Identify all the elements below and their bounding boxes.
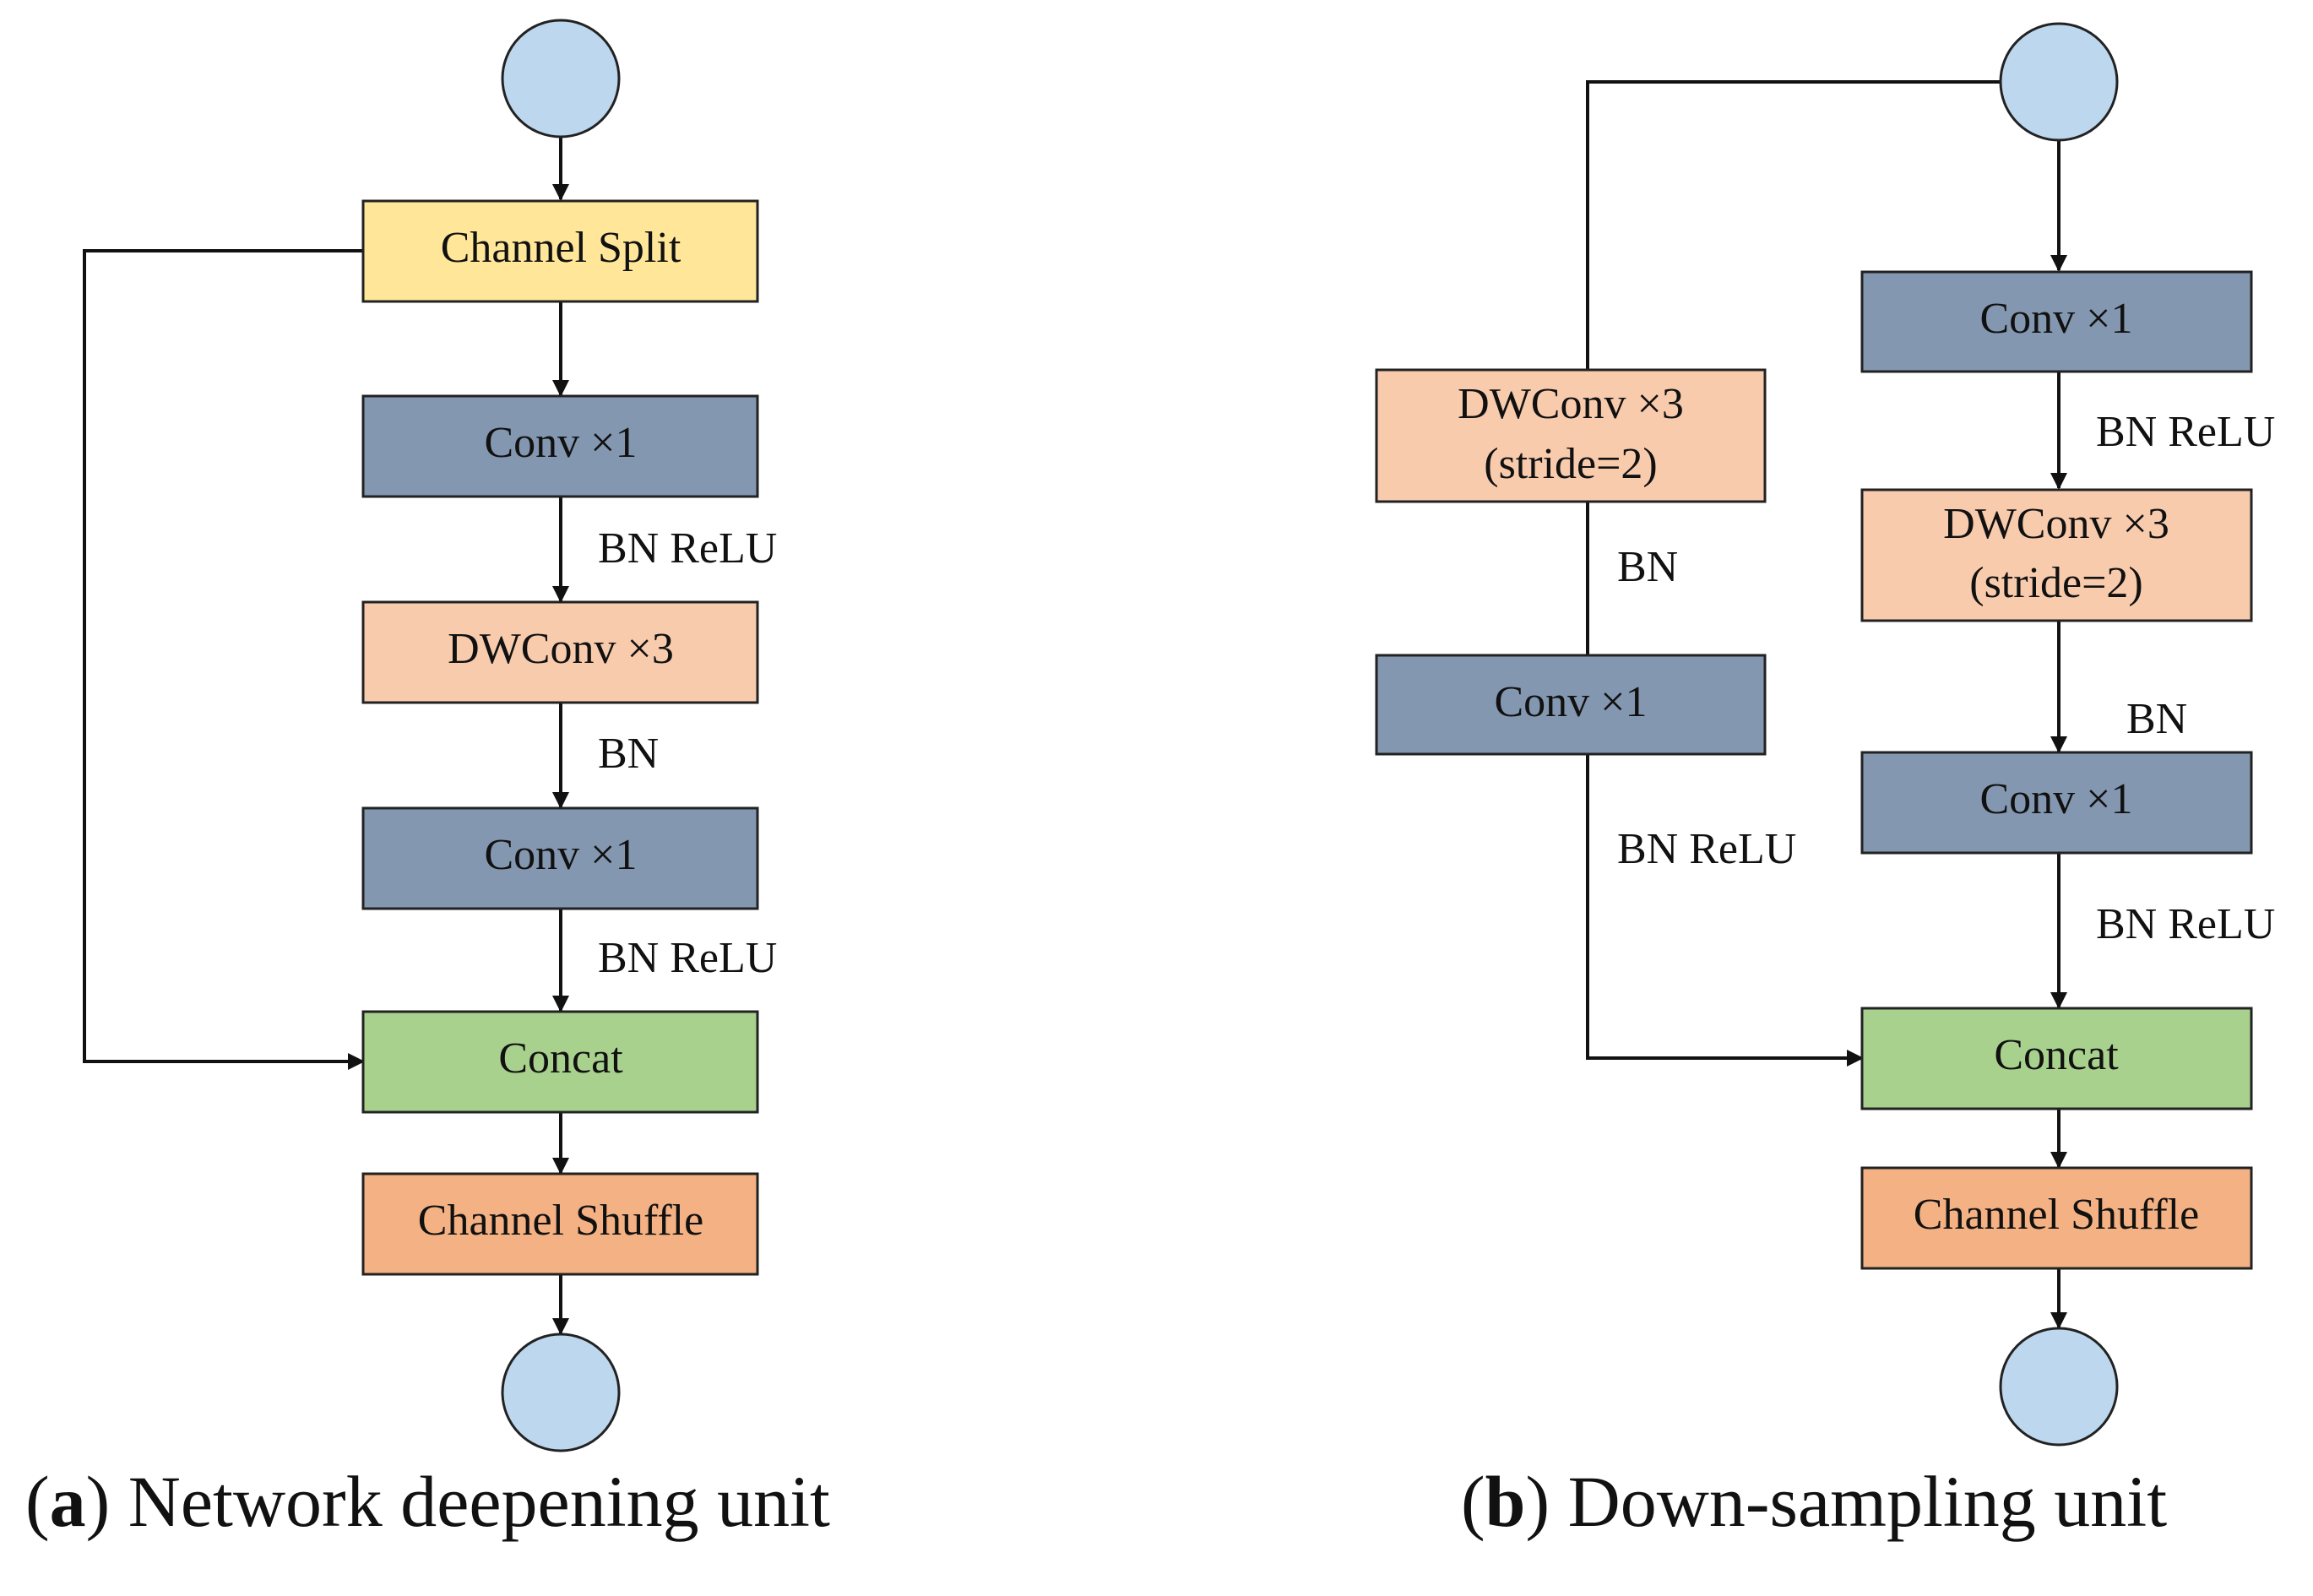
edge-input-to-left-branch: [1586, 80, 2001, 369]
unit-a-caption-text: Network deepening unit: [128, 1461, 830, 1542]
unit-b-right-conv2-box: Conv ×1: [1860, 751, 2253, 855]
unit-a-channel-split-box: Channel Split: [361, 199, 759, 303]
unit-a-edge-label-bn-relu-2: BN ReLU: [598, 934, 777, 982]
unit-a-conv2-label: Conv ×1: [484, 831, 637, 879]
unit-a-connectors: [83, 138, 569, 1335]
unit-b-right-dwconv-box: DWConv ×3 (stride=2): [1860, 488, 2253, 622]
unit-b-concat-label: Concat: [1994, 1031, 2119, 1079]
unit-a-concat-box: Concat: [361, 1010, 759, 1114]
unit-a-network-deepening: Channel Split Conv ×1 DWConv ×3 Conv ×1 …: [25, 19, 830, 1542]
unit-b-right-dwconv-label-line2: (stride=2): [1969, 559, 2143, 607]
unit-b-left-edge-label-bn-relu: BN ReLU: [1617, 825, 1796, 873]
unit-b-right-edge-label-bn-relu-1: BN ReLU: [2096, 408, 2275, 456]
unit-b-concat-box: Concat: [1860, 1007, 2253, 1110]
unit-b-left-dwconv-label-line1: DWConv ×3: [1458, 380, 1684, 428]
unit-b-left-edge-label-bn: BN: [1617, 543, 1678, 591]
unit-a-dwconv-label: DWConv ×3: [448, 625, 674, 673]
unit-a-dwconv-box: DWConv ×3: [361, 600, 759, 704]
unit-a-conv2-box: Conv ×1: [361, 806, 759, 910]
unit-b-output-node: [1999, 1327, 2119, 1447]
unit-b-caption-text: Down-sampling unit: [1568, 1461, 2168, 1542]
unit-b-left-conv-box: Conv ×1: [1375, 654, 1767, 756]
unit-b-left-dwconv-box: DWConv ×3 (stride=2): [1375, 368, 1767, 503]
unit-b-input-node: [1999, 22, 2119, 142]
unit-a-conv1-box: Conv ×1: [361, 394, 759, 498]
unit-b-channel-shuffle-label: Channel Shuffle: [1914, 1191, 2199, 1239]
unit-b-channel-shuffle-box: Channel Shuffle: [1860, 1166, 2253, 1270]
unit-a-caption: (a) Network deepening unit: [25, 1461, 830, 1542]
unit-a-edge-label-bn: BN: [598, 730, 659, 778]
unit-b-right-edge-label-bn-relu-2: BN ReLU: [2096, 900, 2275, 948]
unit-b-left-dwconv-label-line2: (stride=2): [1484, 440, 1658, 488]
edge-split-bypass: [83, 249, 365, 1070]
edge-left-conv-to-concat: [1586, 754, 1864, 1067]
unit-b-down-sampling: DWConv ×3 (stride=2) Conv ×1 Conv ×1 DWC…: [1375, 22, 2275, 1542]
unit-b-caption: (b) Down-sampling unit: [1461, 1461, 2167, 1542]
unit-a-concat-label: Concat: [498, 1034, 623, 1083]
unit-b-right-dwconv-label-line1: DWConv ×3: [1943, 500, 2169, 548]
unit-b-right-conv2-label: Conv ×1: [1979, 775, 2132, 823]
unit-a-output-node: [501, 1333, 621, 1452]
unit-b-caption-letter: b: [1485, 1461, 1526, 1542]
unit-a-conv1-label: Conv ×1: [484, 419, 637, 467]
unit-b-right-edge-label-bn: BN: [2126, 695, 2187, 743]
unit-a-channel-shuffle-box: Channel Shuffle: [361, 1172, 759, 1276]
unit-a-channel-shuffle-label: Channel Shuffle: [418, 1197, 703, 1245]
unit-a-caption-letter: a: [50, 1461, 86, 1542]
unit-a-edge-label-bn-relu-1: BN ReLU: [598, 524, 777, 573]
unit-b-right-conv1-box: Conv ×1: [1860, 270, 2253, 373]
unit-a-channel-split-label: Channel Split: [441, 224, 681, 272]
unit-b-connectors: [1586, 80, 2067, 1329]
unit-a-input-node: [501, 19, 621, 138]
unit-b-left-conv-label: Conv ×1: [1494, 678, 1647, 726]
unit-b-right-conv1-label: Conv ×1: [1979, 295, 2132, 343]
